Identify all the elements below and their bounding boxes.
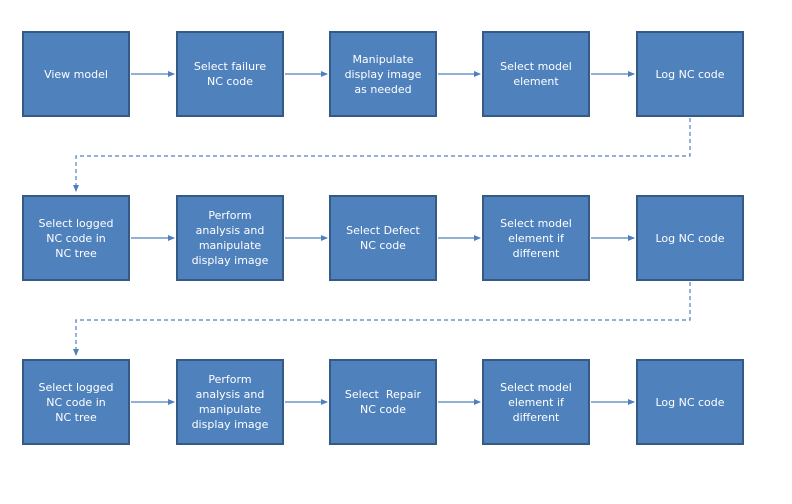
flow-box-select-failure-nc-code: Select failure NC code	[176, 31, 284, 117]
flow-box-log-nc-code-row3: Log NC code	[636, 359, 744, 445]
flow-box-select-defect-nc-code: Select Defect NC code	[329, 195, 437, 281]
flow-box-select-model-element-if-different-row3: Select model element if different	[482, 359, 590, 445]
flow-box-perform-analysis-row3: Perform analysis and manipulate display …	[176, 359, 284, 445]
flow-box-select-repair-nc-code: Select Repair NC code	[329, 359, 437, 445]
flow-box-log-nc-code-row1: Log NC code	[636, 31, 744, 117]
feedback-connector-row1-row2	[73, 118, 691, 192]
flow-box-select-model-element-if-different-row2: Select model element if different	[482, 195, 590, 281]
flow-box-select-logged-nc-code-row3: Select logged NC code in NC tree	[22, 359, 130, 445]
feedback-connector-row2-row3	[73, 282, 691, 356]
flow-box-manipulate-display-image: Manipulate display image as needed	[329, 31, 437, 117]
flow-box-select-logged-nc-code-row2: Select logged NC code in NC tree	[22, 195, 130, 281]
flow-box-select-model-element: Select model element	[482, 31, 590, 117]
flow-box-log-nc-code-row2: Log NC code	[636, 195, 744, 281]
flow-box-view-model: View model	[22, 31, 130, 117]
flow-box-perform-analysis-row2: Perform analysis and manipulate display …	[176, 195, 284, 281]
